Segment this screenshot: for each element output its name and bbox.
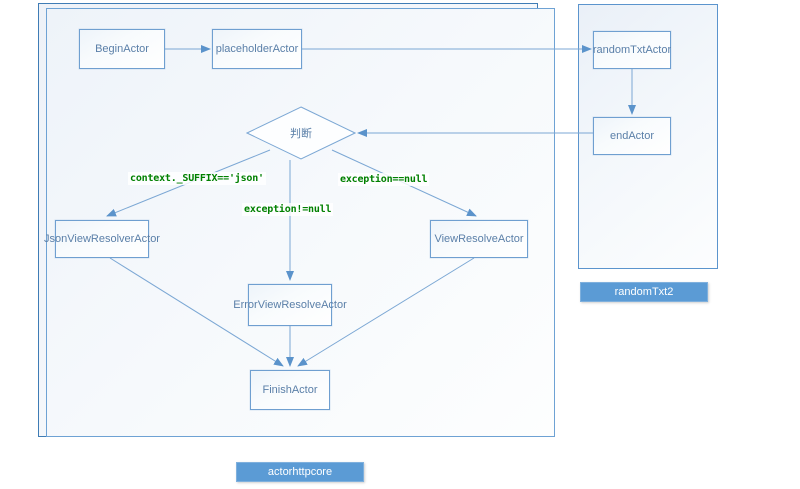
node-label: randomTxtActor [592,43,672,56]
node-label: ViewResolveActor [434,232,524,245]
node-error-view-resolve-actor[interactable]: ErrorViewResolveActor [233,284,347,326]
node-label: JsonViewResolverActor [44,232,160,245]
node-random-txt-actor[interactable]: randomTxtActor [593,31,671,69]
node-json-view-resolver-actor[interactable]: JsonViewResolverActor [44,220,160,258]
node-end-actor[interactable]: endActor [593,117,671,155]
edge-label-exception-not-null: exception!=null [242,203,334,216]
banner-random-txt2[interactable]: randomTxt2 [580,282,708,302]
edge-label-exception-null: exception==null [338,173,430,186]
node-placeholder-actor[interactable]: placeholderActor [212,29,302,69]
banner-label: actorhttpcore [267,466,333,478]
node-label: BeginActor [95,42,149,55]
node-label: endActor [609,129,655,142]
node-label: FinishActor [262,383,318,396]
edge-label-suffix-json: context._SUFFIX=='json' [128,172,266,185]
diamond-shape [246,106,356,160]
node-finish-actor[interactable]: FinishActor [250,370,330,410]
banner-actorhttpcore[interactable]: actorhttpcore [236,462,364,482]
node-begin-actor[interactable]: BeginActor [79,29,165,69]
node-decision-judge[interactable]: 判断 [246,106,356,160]
decision-label: 判断 [290,127,312,140]
node-label: ErrorViewResolveActor [233,298,347,311]
node-label: placeholderActor [215,42,299,55]
banner-label: randomTxt2 [614,286,674,298]
node-view-resolve-actor[interactable]: ViewResolveActor [430,220,528,258]
